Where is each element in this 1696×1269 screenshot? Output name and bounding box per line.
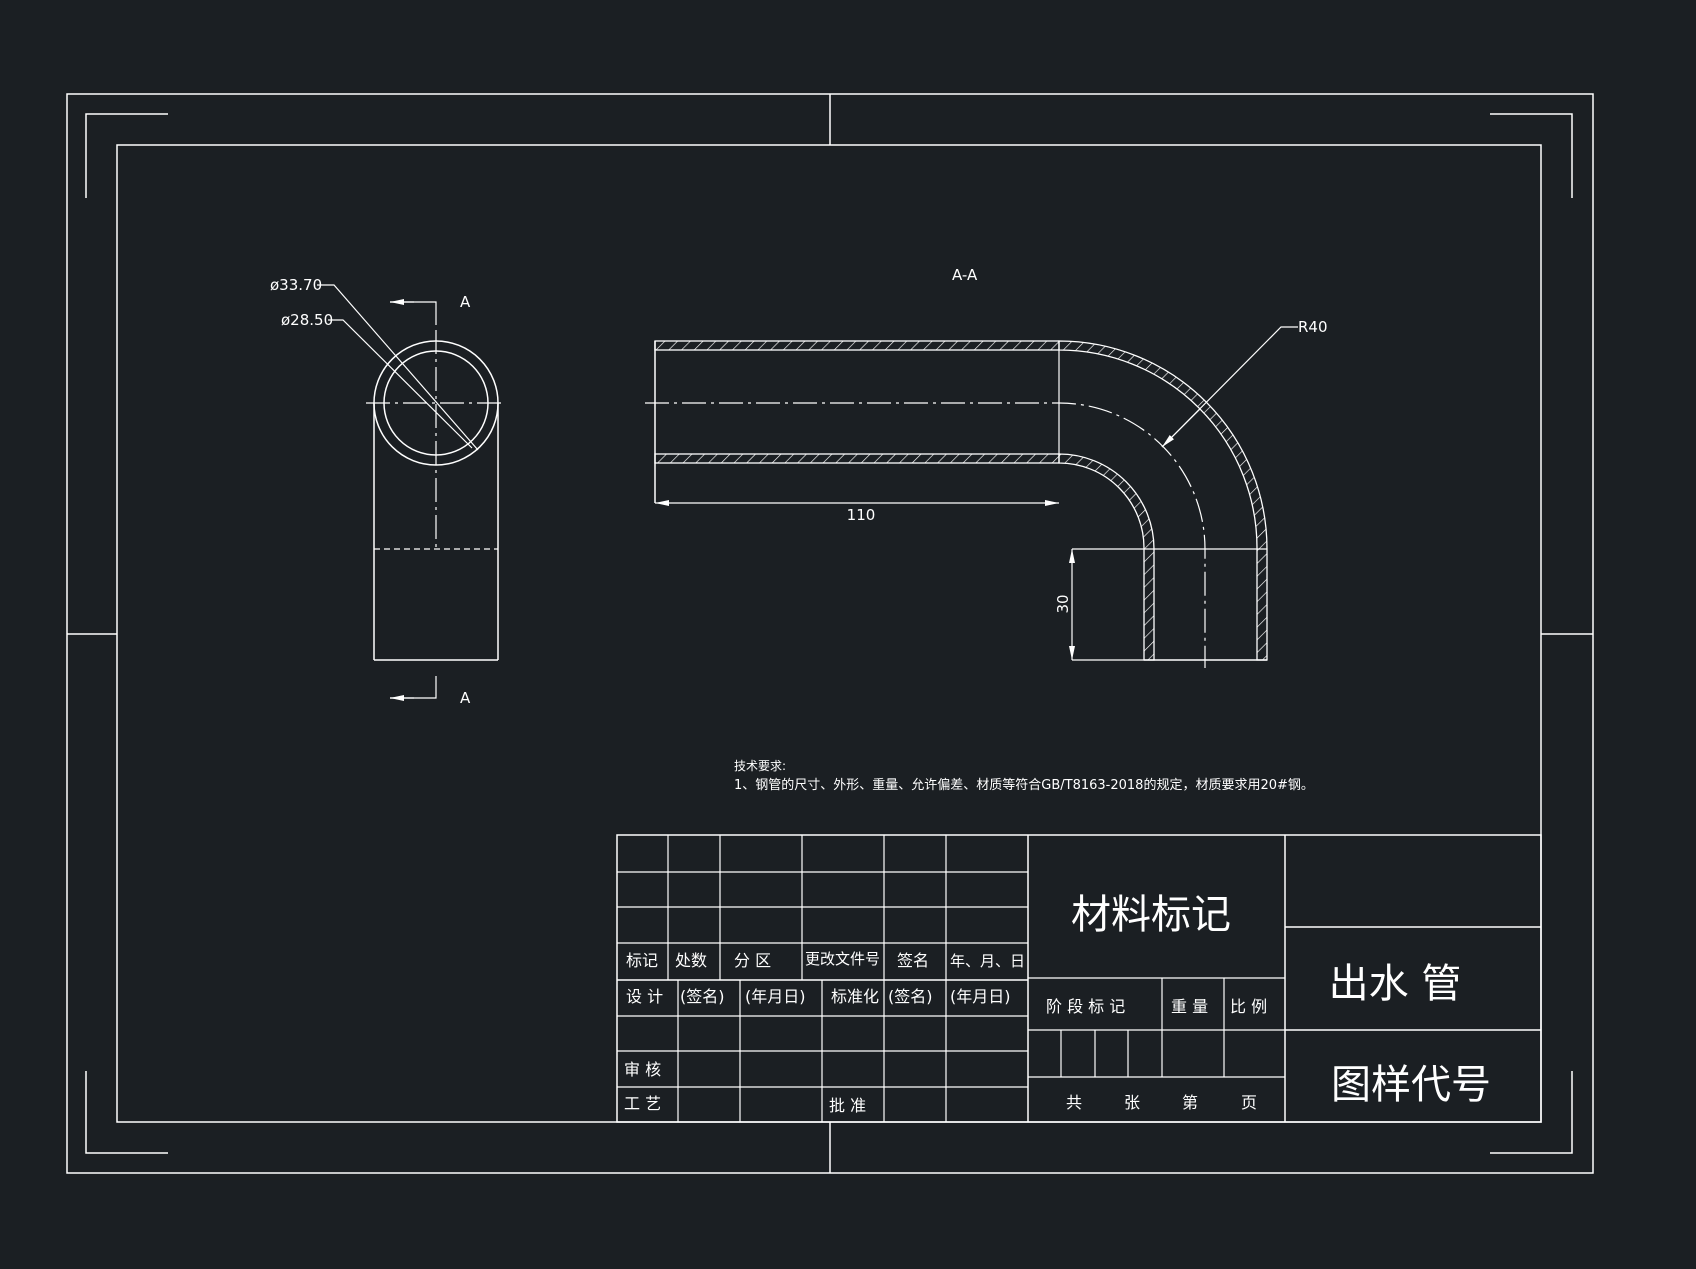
label-page: 页 [1241, 1093, 1257, 1112]
outer-bend-wall [1058, 340, 1268, 661]
r40-arrow [1161, 408, 1201, 448]
od-dimension: ø33.70 [270, 276, 322, 294]
inner-circle [383, 350, 489, 456]
design-date: (年月日) [745, 987, 806, 1006]
hdr-sign: 签名 [897, 951, 929, 970]
section-line-bottom [390, 676, 437, 699]
label-total: 共 [1066, 1093, 1082, 1112]
hdr-zone: 分 区 [734, 951, 771, 970]
label-scale: 比 例 [1230, 997, 1267, 1016]
section-title: A-A [952, 266, 978, 284]
top-wall [654, 340, 1060, 351]
label-sheet-no: 第 [1182, 1093, 1198, 1112]
r40-dimension: R40 [1298, 318, 1328, 336]
label-standardization: 标准化 [831, 987, 879, 1006]
dim-110: 110 [847, 506, 876, 524]
section-center-line [645, 402, 1206, 668]
bottom-wall [654, 453, 1060, 464]
std-sign: (签名) [888, 987, 933, 1006]
section-view: A-A 110 30 R40 [645, 266, 1328, 668]
notes-line-1: 1、钢管的尺寸、外形、重量、允许偏差、材质等符合GB/T8163-2018的规定… [734, 777, 1314, 793]
od-leader [317, 284, 479, 451]
label-weight: 重 量 [1171, 997, 1208, 1016]
drawing-code: 图样代号 [1331, 1062, 1491, 1108]
section-label-top: A [460, 293, 471, 311]
label-design: 设 计 [626, 987, 663, 1006]
corner-mark-bottom-left [85, 1071, 168, 1154]
outer-border [66, 93, 1594, 1174]
corner-mark-top-right [1490, 113, 1573, 198]
corner-mark-bottom-right [1490, 1071, 1573, 1154]
std-date: (年月日) [950, 987, 1011, 1006]
id-dimension: ø28.50 [281, 311, 333, 329]
id-leader [328, 319, 473, 449]
label-approve: 批 准 [829, 1096, 866, 1115]
end-view: A A ø33.70 ø28.50 [270, 276, 506, 707]
label-stage-mark: 阶 段 标 记 [1046, 997, 1125, 1016]
technical-notes: 技术要求: 1、钢管的尺寸、外形、重量、允许偏差、材质等符合GB/T8163-2… [734, 759, 1314, 793]
label-review: 审 核 [624, 1060, 661, 1079]
design-sign: (签名) [680, 987, 725, 1006]
hdr-mark: 标记 [626, 951, 658, 970]
corner-mark-top-left [85, 113, 168, 198]
inner-bend-wall [1058, 453, 1155, 661]
hdr-date: 年、月、日 [950, 952, 1025, 970]
r40-leader [1161, 326, 1298, 448]
label-process: 工 艺 [624, 1094, 661, 1113]
hdr-count: 处数 [675, 951, 707, 970]
part-name: 出水 管 [1329, 961, 1462, 1007]
title-block: 标记 处数 分 区 更改文件号 签名 年、月、日 设 计 (签名) (年月日) … [616, 834, 1542, 1123]
section-label-bottom: A [460, 689, 471, 707]
dim-30: 30 [1054, 594, 1072, 613]
notes-title: 技术要求: [734, 759, 786, 773]
section-line-top [390, 301, 437, 325]
sheet-frame [66, 93, 1594, 1174]
inner-border [116, 144, 1542, 1123]
title-block-frame [616, 834, 1542, 1123]
label-sheets: 张 [1124, 1093, 1140, 1112]
hdr-doc-no: 更改文件号 [805, 950, 880, 968]
material-mark: 材料标记 [1071, 892, 1231, 938]
